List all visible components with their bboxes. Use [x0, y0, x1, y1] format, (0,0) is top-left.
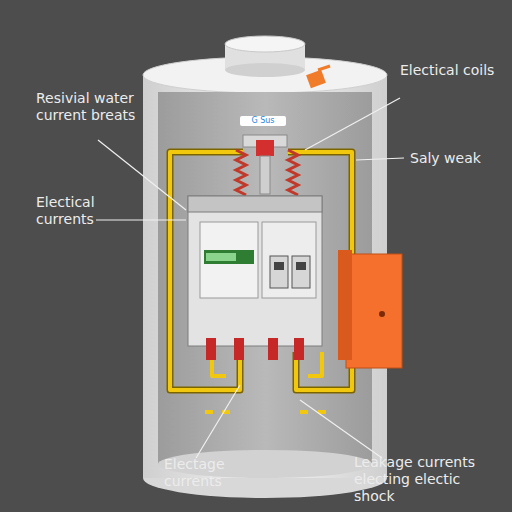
top-cap-rim	[225, 63, 305, 77]
leader-line	[96, 219, 186, 220]
leader-line	[98, 140, 186, 210]
callout-label: Electage currents	[164, 456, 254, 490]
leader-lines	[96, 98, 404, 458]
element-stem	[260, 156, 270, 194]
element-core	[256, 140, 274, 156]
switch-toggle	[274, 262, 284, 270]
breaker-switch	[270, 256, 288, 288]
callout-label: Electical coils	[400, 62, 500, 79]
yellow-wires	[170, 152, 352, 390]
panel-top-bar	[188, 196, 322, 212]
cylinder-body	[143, 75, 387, 478]
meter-module	[200, 222, 258, 298]
meter-display	[204, 250, 254, 264]
switch-module	[262, 222, 316, 298]
leader-line	[300, 400, 382, 458]
switch-toggle	[296, 262, 306, 270]
junction-screw	[379, 311, 385, 317]
callout-label: Leakage currents electing electic shock	[354, 454, 504, 505]
callout-label: Resivial water current breats	[36, 90, 156, 124]
terminal-connectors	[206, 338, 304, 360]
terminal	[268, 338, 278, 360]
breaker-switch	[292, 256, 310, 288]
junction-box	[346, 254, 402, 368]
leader-line	[196, 385, 240, 458]
callout-label: Saly weak	[410, 150, 510, 167]
terminal	[206, 338, 216, 360]
top-cap-lid	[225, 36, 305, 52]
leader-line	[356, 158, 404, 160]
floor-mark	[205, 410, 213, 414]
meter-readout	[206, 253, 236, 261]
callout-label: Electical currents	[36, 194, 136, 228]
brand-tag: G Sus	[240, 116, 286, 126]
terminal	[294, 338, 304, 360]
top-valve	[306, 70, 326, 89]
leader-line	[305, 98, 400, 150]
cylinder-interior	[158, 92, 372, 464]
terminal	[234, 338, 244, 360]
valve-arrow	[318, 66, 330, 70]
heating-coil	[288, 150, 298, 195]
wire	[308, 352, 322, 376]
junction-box-side	[338, 250, 352, 360]
breaker-panel	[188, 196, 322, 346]
floor-mark	[300, 410, 308, 414]
heating-coil	[236, 150, 246, 195]
